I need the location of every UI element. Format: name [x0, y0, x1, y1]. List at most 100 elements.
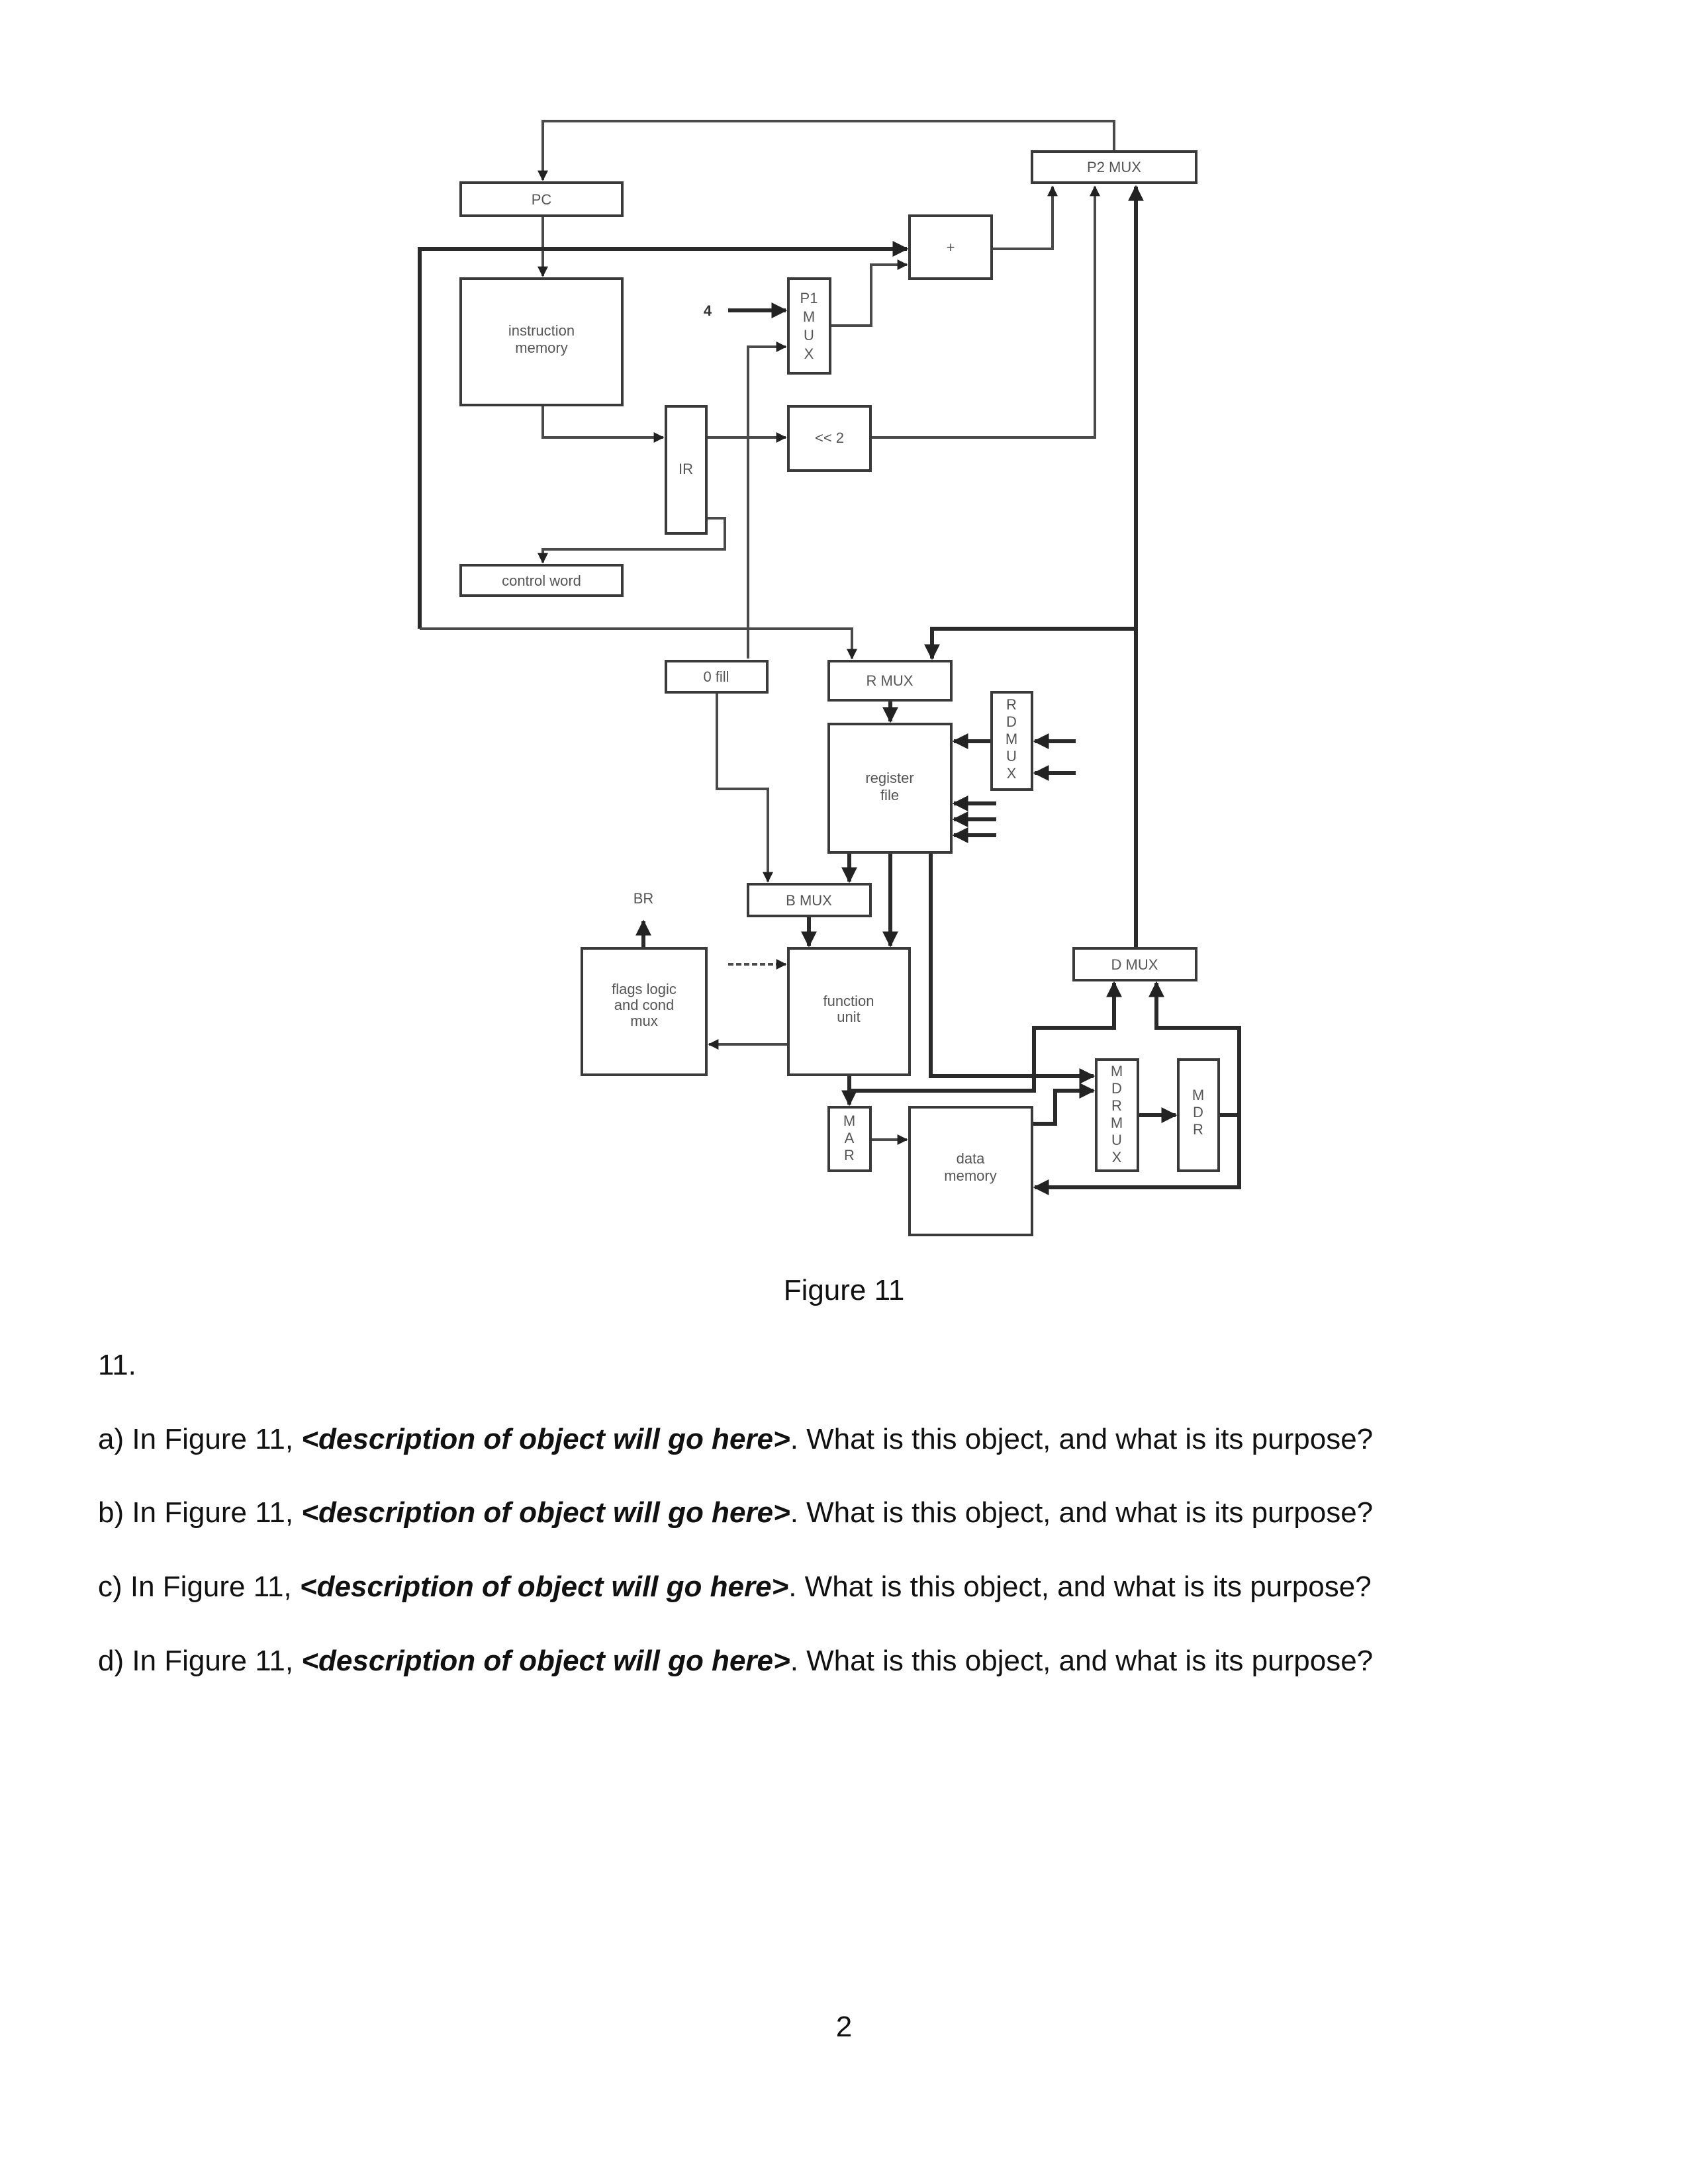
- flags-logic-label-3: mux: [630, 1013, 658, 1029]
- question-item-c: c) In Figure 11, <description of object …: [98, 1570, 1372, 1604]
- r-mux-block: R MUX: [827, 660, 953, 702]
- mdr-mux-label-5: U: [1111, 1132, 1122, 1148]
- mar-label-1: M: [843, 1113, 855, 1129]
- instruction-memory-label-2: memory: [515, 340, 567, 356]
- question-item-b: b) In Figure 11, <description of object …: [98, 1496, 1373, 1529]
- rd-mux-label-5: X: [1007, 765, 1017, 782]
- ir-block: IR: [665, 405, 708, 535]
- r-mux-label: R MUX: [867, 672, 914, 689]
- adder-block: +: [908, 214, 993, 280]
- p1-mux-label-1: P1: [800, 290, 818, 306]
- p1-mux-label-4: X: [804, 345, 814, 362]
- rd-mux-label-1: R: [1006, 696, 1017, 713]
- pc-label: PC: [532, 191, 552, 208]
- control-word-block: control word: [459, 564, 624, 597]
- control-word-label: control word: [502, 572, 581, 589]
- page-number: 2: [835, 2011, 853, 2043]
- data-memory-label-2: memory: [944, 1167, 996, 1184]
- mdr-mux-label-6: X: [1112, 1149, 1122, 1165]
- wire-dmux-to-rmux: [924, 627, 1136, 660]
- mdr-mux-label-3: R: [1111, 1097, 1122, 1114]
- wire-adder-to-p2mux: [992, 185, 1058, 250]
- question-item-prefix: a) In Figure 11,: [98, 1423, 302, 1455]
- question-number: 11.: [98, 1349, 136, 1381]
- p1-mux-block: P1 M U X: [787, 277, 831, 375]
- data-memory-block: data memory: [908, 1106, 1033, 1236]
- mdr-mux-label-2: D: [1111, 1080, 1122, 1097]
- figure-caption: Figure 11: [783, 1274, 905, 1306]
- wire-imem-to-ir: [541, 405, 665, 443]
- b-mux-label: B MUX: [786, 892, 832, 909]
- ir-label: IR: [679, 461, 693, 477]
- mdr-block: M D R: [1177, 1058, 1220, 1172]
- wire-zerofill-to-bmux: [716, 692, 773, 883]
- question-item-suffix: . What is this object, and what is its p…: [790, 1496, 1374, 1529]
- rd-mux-label-3: M: [1006, 731, 1017, 747]
- br-label: BR: [633, 890, 654, 907]
- wire-ir-to-control-word: [538, 517, 726, 564]
- mdr-label-2: D: [1193, 1104, 1203, 1120]
- mdr-mux-block: M D R M U X: [1095, 1058, 1139, 1172]
- flags-logic-block: flags logic and cond mux: [581, 947, 708, 1076]
- wire-mdr-to-dmux: [1149, 981, 1241, 1117]
- rd-mux-label-4: U: [1006, 748, 1017, 764]
- question-item-placeholder: <description of object will go here>: [301, 1645, 790, 1677]
- wire-funit-to-dmux: [849, 981, 1122, 1093]
- d-mux-label: D MUX: [1111, 956, 1158, 973]
- b-mux-block: B MUX: [747, 883, 872, 917]
- question-item-suffix: . What is this object, and what is its p…: [790, 1423, 1374, 1455]
- instruction-memory-block: instruction memory: [459, 277, 624, 406]
- mar-label-3: R: [844, 1147, 855, 1163]
- d-mux-block: D MUX: [1072, 947, 1197, 981]
- zero-fill-label: 0 fill: [703, 668, 729, 685]
- pc-block: PC: [459, 181, 624, 217]
- wire-regfile-to-mdrmux: [929, 852, 1096, 1084]
- constant-four-label: 4: [704, 302, 712, 319]
- adder-label: +: [947, 239, 955, 255]
- mdr-mux-label-1: M: [1111, 1063, 1123, 1079]
- wire-ir-to-p1mux: [747, 341, 787, 659]
- question-item-prefix: b) In Figure 11,: [98, 1496, 302, 1529]
- question-item-placeholder: <description of object will go here>: [301, 1496, 790, 1529]
- p2-mux-label: P2 MUX: [1087, 159, 1141, 175]
- zero-fill-block: 0 fill: [665, 660, 769, 694]
- function-unit-label-2: unit: [837, 1009, 860, 1025]
- mdr-mux-label-4: M: [1111, 1115, 1123, 1131]
- question-item-placeholder: <description of object will go here>: [299, 1570, 789, 1603]
- question-item-a: a) In Figure 11, <description of object …: [98, 1423, 1373, 1456]
- question-item-suffix: . What is this object, and what is its p…: [788, 1570, 1372, 1603]
- question-item-d: d) In Figure 11, <description of object …: [98, 1645, 1373, 1678]
- question-item-placeholder: <description of object will go here>: [301, 1423, 790, 1455]
- register-file-block: register file: [827, 723, 953, 854]
- p1-mux-label-2: M: [803, 308, 815, 325]
- question-item-prefix: c) In Figure 11,: [98, 1570, 300, 1603]
- rd-mux-label-2: D: [1006, 713, 1017, 730]
- p1-mux-label-3: U: [804, 327, 814, 343]
- mar-label-2: A: [845, 1130, 855, 1146]
- wire-p1mux-to-adder: [830, 259, 908, 327]
- register-file-label-2: file: [880, 787, 899, 803]
- wire-pc-to-adder: [418, 241, 909, 629]
- rd-mux-block: R D M U X: [990, 691, 1033, 791]
- register-file-label-1: register: [865, 770, 914, 786]
- data-memory-label-1: data: [957, 1150, 986, 1167]
- wire-pc-bus-to-rmux: [420, 627, 857, 660]
- mar-block: M A R: [827, 1106, 872, 1172]
- wire-shift-to-p2mux: [870, 185, 1100, 439]
- flags-logic-label-1: flags logic: [612, 981, 677, 997]
- question-item-prefix: d) In Figure 11,: [98, 1645, 302, 1677]
- function-unit-block: function unit: [787, 947, 911, 1076]
- wire-p2mux-to-pc: [538, 120, 1115, 181]
- question-item-suffix: . What is this object, and what is its p…: [790, 1645, 1374, 1677]
- wire-mdr-to-dmem: [1033, 1115, 1241, 1195]
- mdr-label-1: M: [1192, 1087, 1204, 1103]
- shift-left-2-block: << 2: [787, 405, 872, 472]
- flags-logic-label-2: and cond: [614, 997, 675, 1013]
- instruction-memory-label-1: instruction: [508, 322, 575, 339]
- p2-mux-block: P2 MUX: [1031, 150, 1197, 184]
- function-unit-label-1: function: [823, 993, 874, 1009]
- mdr-label-3: R: [1193, 1121, 1203, 1138]
- datapath-diagram: PC P2 MUX instruction memory + 4 P1 M U …: [418, 120, 1241, 1236]
- shift-left-2-label: << 2: [815, 430, 844, 446]
- wire-dmem-to-mdrmux: [1032, 1083, 1096, 1126]
